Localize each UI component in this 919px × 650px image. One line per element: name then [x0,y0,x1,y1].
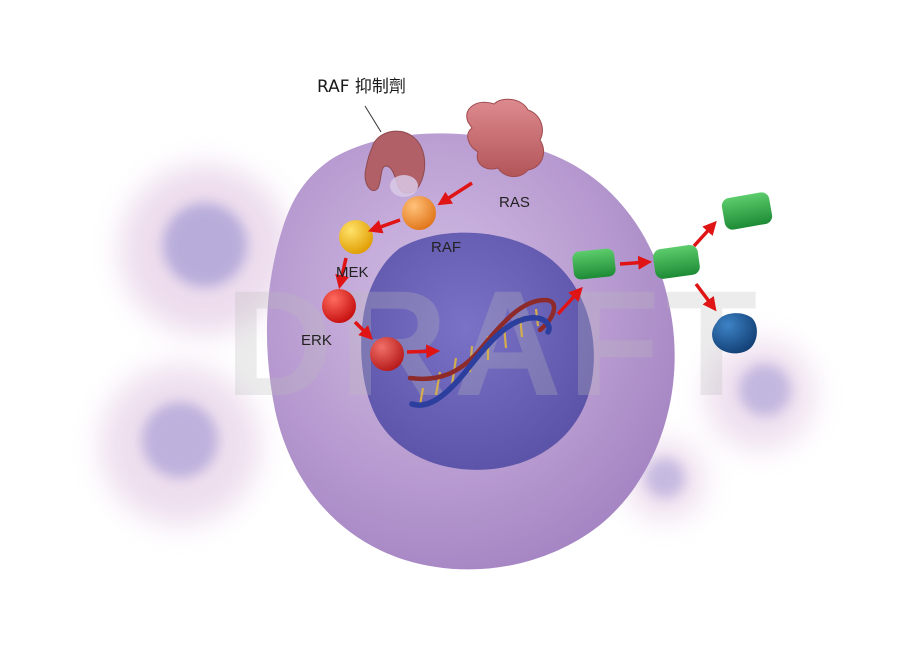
arrow-to-green-output [692,220,717,248]
arrow-raf-to-mek [368,218,401,234]
pathway-arrows [335,181,717,359]
inhibitor-binding-site [390,175,418,197]
inhibitor-pointer-line [364,105,382,133]
ras-label: RAS [499,194,530,211]
arrow-dna-to-product [556,286,583,316]
background-cell-nucleus [739,364,791,416]
background-cell-nucleus [142,402,218,478]
ras-protein [466,98,544,177]
arrow-mek-to-erk [335,257,349,290]
erk-protein [322,289,356,323]
dna-strand-red [407,297,557,382]
raf-inhibitor-label: RAF 抑制劑 [317,77,406,97]
dna-strand-blue [409,315,552,408]
erk-nuclear-protein [370,337,404,371]
product-blue [712,313,757,354]
arrow-erk-to-dna [406,344,441,359]
background-cell-nucleus [645,458,685,498]
arrow-product-to-product [619,255,653,270]
erk-label: ERK [301,332,332,349]
product-green-1 [572,248,616,280]
mek-protein [339,220,373,254]
dna-helix [407,297,557,408]
raf-label: RAF [431,239,461,256]
background-cell-nucleus [163,203,247,287]
arrow-to-blue-output [694,282,717,312]
product-green-3 [721,192,773,230]
arrow-ras-to-raf [437,181,473,206]
arrow-erk-to-nucleus [353,320,373,340]
mek-label: MEK [336,264,369,281]
background-cells [100,165,815,525]
raf-protein [402,196,436,230]
product-green-2 [653,244,700,279]
